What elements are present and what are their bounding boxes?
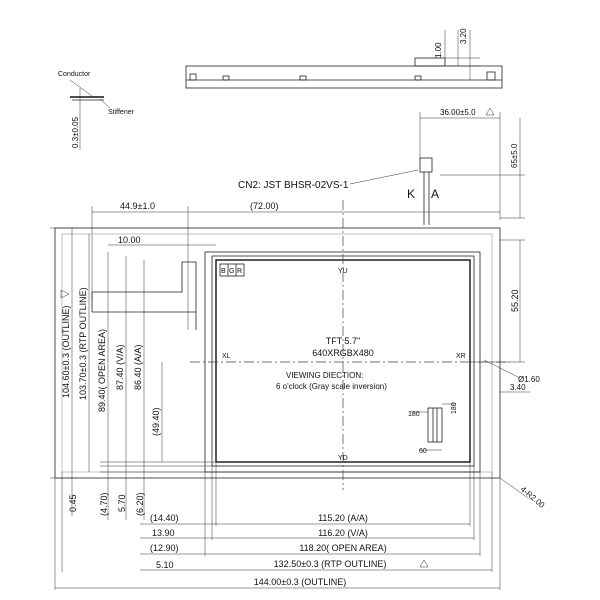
cable: 36.00±5.0 65±5.0 K A CN2: JST BHSR-02VS-… (238, 107, 525, 225)
leader-cn2 (349, 169, 419, 185)
side-view: 1.00 3.20 Conductor Stiffener 0.3±0.05 (58, 28, 503, 150)
label-conductor: Conductor (58, 71, 91, 78)
dim-4-70: (4.70) (99, 492, 109, 516)
dim-13-9-label: 13.90 (152, 528, 175, 538)
dim-132-5-label: 132.50±0.3 (RTP OUTLINE) (274, 559, 387, 569)
leader-conductor (69, 79, 93, 97)
dim-5-70: 5.70 (117, 494, 127, 512)
pixel-g: G (229, 268, 234, 275)
dim-72-label: (72.00) (250, 201, 279, 211)
dim-12-9-label: (12.90) (150, 543, 179, 553)
left-dims: 104.60±0.3 (OUTLINE) 103.70±0.3 (RTP OUT… (50, 227, 480, 520)
label-cn2: CN2: JST BHSR-02VS-1 (238, 180, 349, 191)
dim-0-3: 0.3±0.05 (71, 116, 80, 148)
dim-144-label: 144.00±0.3 (OUTLINE) (254, 577, 346, 587)
side-view-tab (189, 73, 197, 81)
dim-86-4-label: 86.40 (A/A) (133, 344, 143, 390)
leader-stiffener (99, 98, 111, 109)
dim-118-2-label: 118.20( OPEN AREA) (299, 543, 386, 553)
dim-6-20: (6.20) (135, 492, 145, 516)
dim-49-4-label: (49.40) (151, 407, 161, 436)
label-viewing-1: VIEWING DIECTION: (286, 371, 363, 380)
dim-5-10-label: 5.10 (156, 560, 174, 570)
dim-36-label: 36.00±5.0 (440, 108, 476, 117)
dim-44-9-label: 44.9±1.0 (120, 201, 155, 211)
dim-3-40-label: 3.40 (510, 383, 526, 392)
side-view-tab (414, 75, 422, 81)
top-dims: 44.9±1.0 (72.00) 10.00 (91, 201, 500, 330)
outline (54, 227, 501, 479)
side-view-tab (222, 75, 230, 81)
dim-10-label: 10.00 (118, 235, 141, 245)
dim-phi: Ø1.60 (518, 375, 540, 384)
pixel-box (219, 263, 245, 277)
dim-55-2-label: 55.20 (510, 289, 520, 312)
connector (419, 157, 433, 173)
dim-14-4-label: (14.40) (150, 513, 179, 523)
rtp-outline (61, 233, 493, 473)
dim-0-45: 0.45 (68, 494, 78, 512)
side-view-body (185, 65, 503, 89)
dim-104-6-label: 104.60±0.3 (OUTLINE) (61, 306, 71, 398)
dim-116-2-label: 116.20 (V/A) (318, 528, 368, 538)
dim-60: 60 (419, 448, 427, 455)
side-view-step (414, 57, 446, 67)
leader-r2 (499, 477, 529, 499)
pixel-r: R (237, 268, 242, 275)
dim-180a: 180 (408, 411, 420, 418)
dim-87-4-label: 87.40 (V/A) (115, 344, 125, 390)
label-viewing-2: 6 o'clock (Gray scale inversion) (276, 382, 387, 391)
label-k: K (407, 187, 415, 201)
dim-103-7-label: 103.70±0.3 (RTP OUTLINE) (78, 287, 88, 400)
label-yu: YU (338, 268, 348, 275)
dim-1-00: 1.00 (434, 42, 443, 58)
label-a: A (431, 187, 439, 201)
dim-r2: 4-R2.00 (519, 485, 547, 511)
label-resolution: 640XRGBX480 (312, 348, 374, 358)
dim-65-label: 65±5.0 (510, 143, 519, 168)
warning-icon (485, 107, 495, 116)
label-yd: YD (338, 455, 348, 462)
label-stiffener: Stiffener (108, 109, 135, 116)
right-dims: 55.20 Ø1.60 3.40 4-R2.00 (470, 239, 547, 511)
leader-phi (483, 359, 521, 379)
dim-3-20: 3.20 (459, 28, 468, 44)
pixel-detail (427, 407, 443, 443)
dim-89-4-label: 89.40( OPEN AREA) (97, 329, 107, 412)
label-xl: XL (222, 353, 231, 360)
bottom-dims: (14.40) 115.20 (A/A) 13.90 116.20 (V/A) … (54, 462, 501, 590)
side-view-tab (486, 71, 496, 81)
dim-115-2-label: 115.20 (A/A) (318, 513, 368, 523)
dim-180b: 180 (451, 402, 458, 414)
label-tft: TFT 5.7" (326, 336, 361, 346)
pixel-b: B (221, 268, 226, 275)
label-xr: XR (456, 353, 466, 360)
rtp-tail (92, 261, 197, 330)
warning-icon (419, 559, 429, 568)
warning-icon (60, 289, 70, 299)
side-view-tab (299, 75, 307, 81)
